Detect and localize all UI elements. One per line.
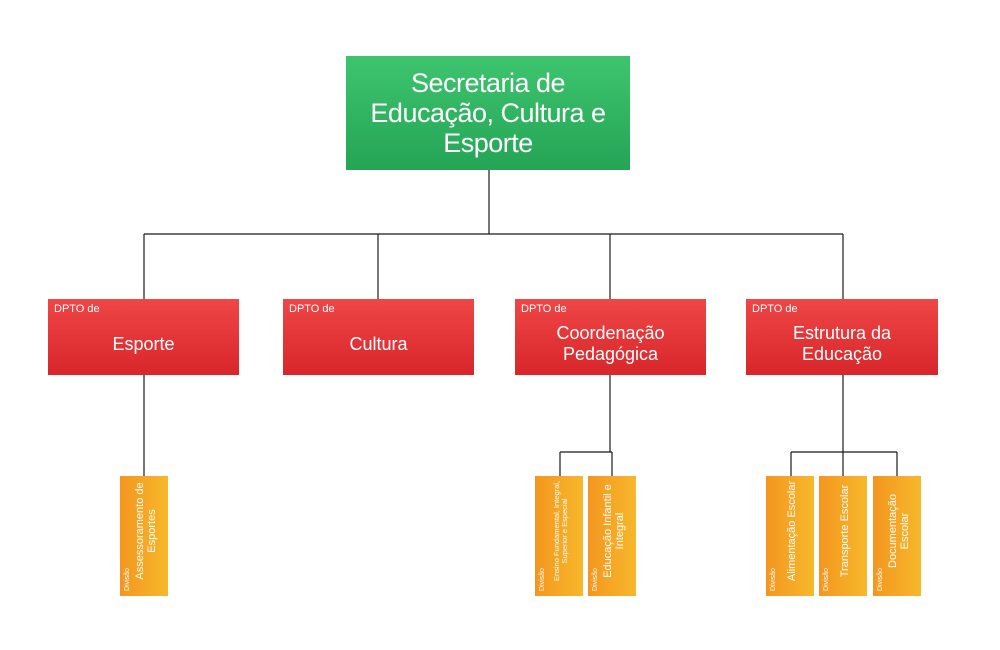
dept-prefix: DPTO de — [521, 303, 567, 315]
division-name: Transporte Escolar — [839, 484, 851, 578]
dept-prefix: DPTO de — [54, 303, 100, 315]
dept-node-esporte: DPTO de Esporte — [48, 299, 239, 375]
division-node-alimentacao-escolar: Divisão Alimentação Escolar — [766, 476, 814, 596]
division-name: Alimentação Escolar — [786, 480, 798, 582]
division-node-ensino-fundamental: Divisão Ensino Fundamental, Integral, Su… — [535, 476, 583, 596]
dept-prefix: DPTO de — [752, 303, 798, 315]
dept-name: Cultura — [349, 333, 408, 354]
division-name: Documentação Escolar — [887, 494, 911, 568]
dept-name: Esporte — [112, 333, 175, 354]
division-name: Ensino Fundamental, Integral, Superior e… — [551, 480, 570, 582]
division-node-educacao-infantil: Divisão Educação Infantil e Integral — [588, 476, 636, 596]
root-title: Secretaria de Educação, Cultura e Esport… — [370, 68, 606, 158]
division-node-transporte-escolar: Divisão Transporte Escolar — [819, 476, 867, 596]
division-node-assessoramento-de-esportes: Divisão Assessoramento de Esportes — [120, 476, 168, 596]
division-node-documentacao-escolar: Divisão Documentação Escolar — [873, 476, 921, 596]
division-name: Educação Infantil e Integral — [602, 484, 626, 578]
dept-name: Estrutura da Educação — [792, 323, 892, 364]
division-name: Assessoramento de Esportes — [134, 482, 158, 580]
dept-prefix: DPTO de — [289, 303, 335, 315]
dept-node-coordenacao-pedagogica: DPTO de Coordenação Pedagógica — [515, 299, 706, 375]
dept-node-cultura: DPTO de Cultura — [283, 299, 474, 375]
root-node-secretaria: Secretaria de Educação, Cultura e Esport… — [346, 56, 630, 170]
dept-name: Coordenação Pedagógica — [556, 323, 665, 364]
dept-node-estrutura-da-educacao: DPTO de Estrutura da Educação — [746, 299, 938, 375]
